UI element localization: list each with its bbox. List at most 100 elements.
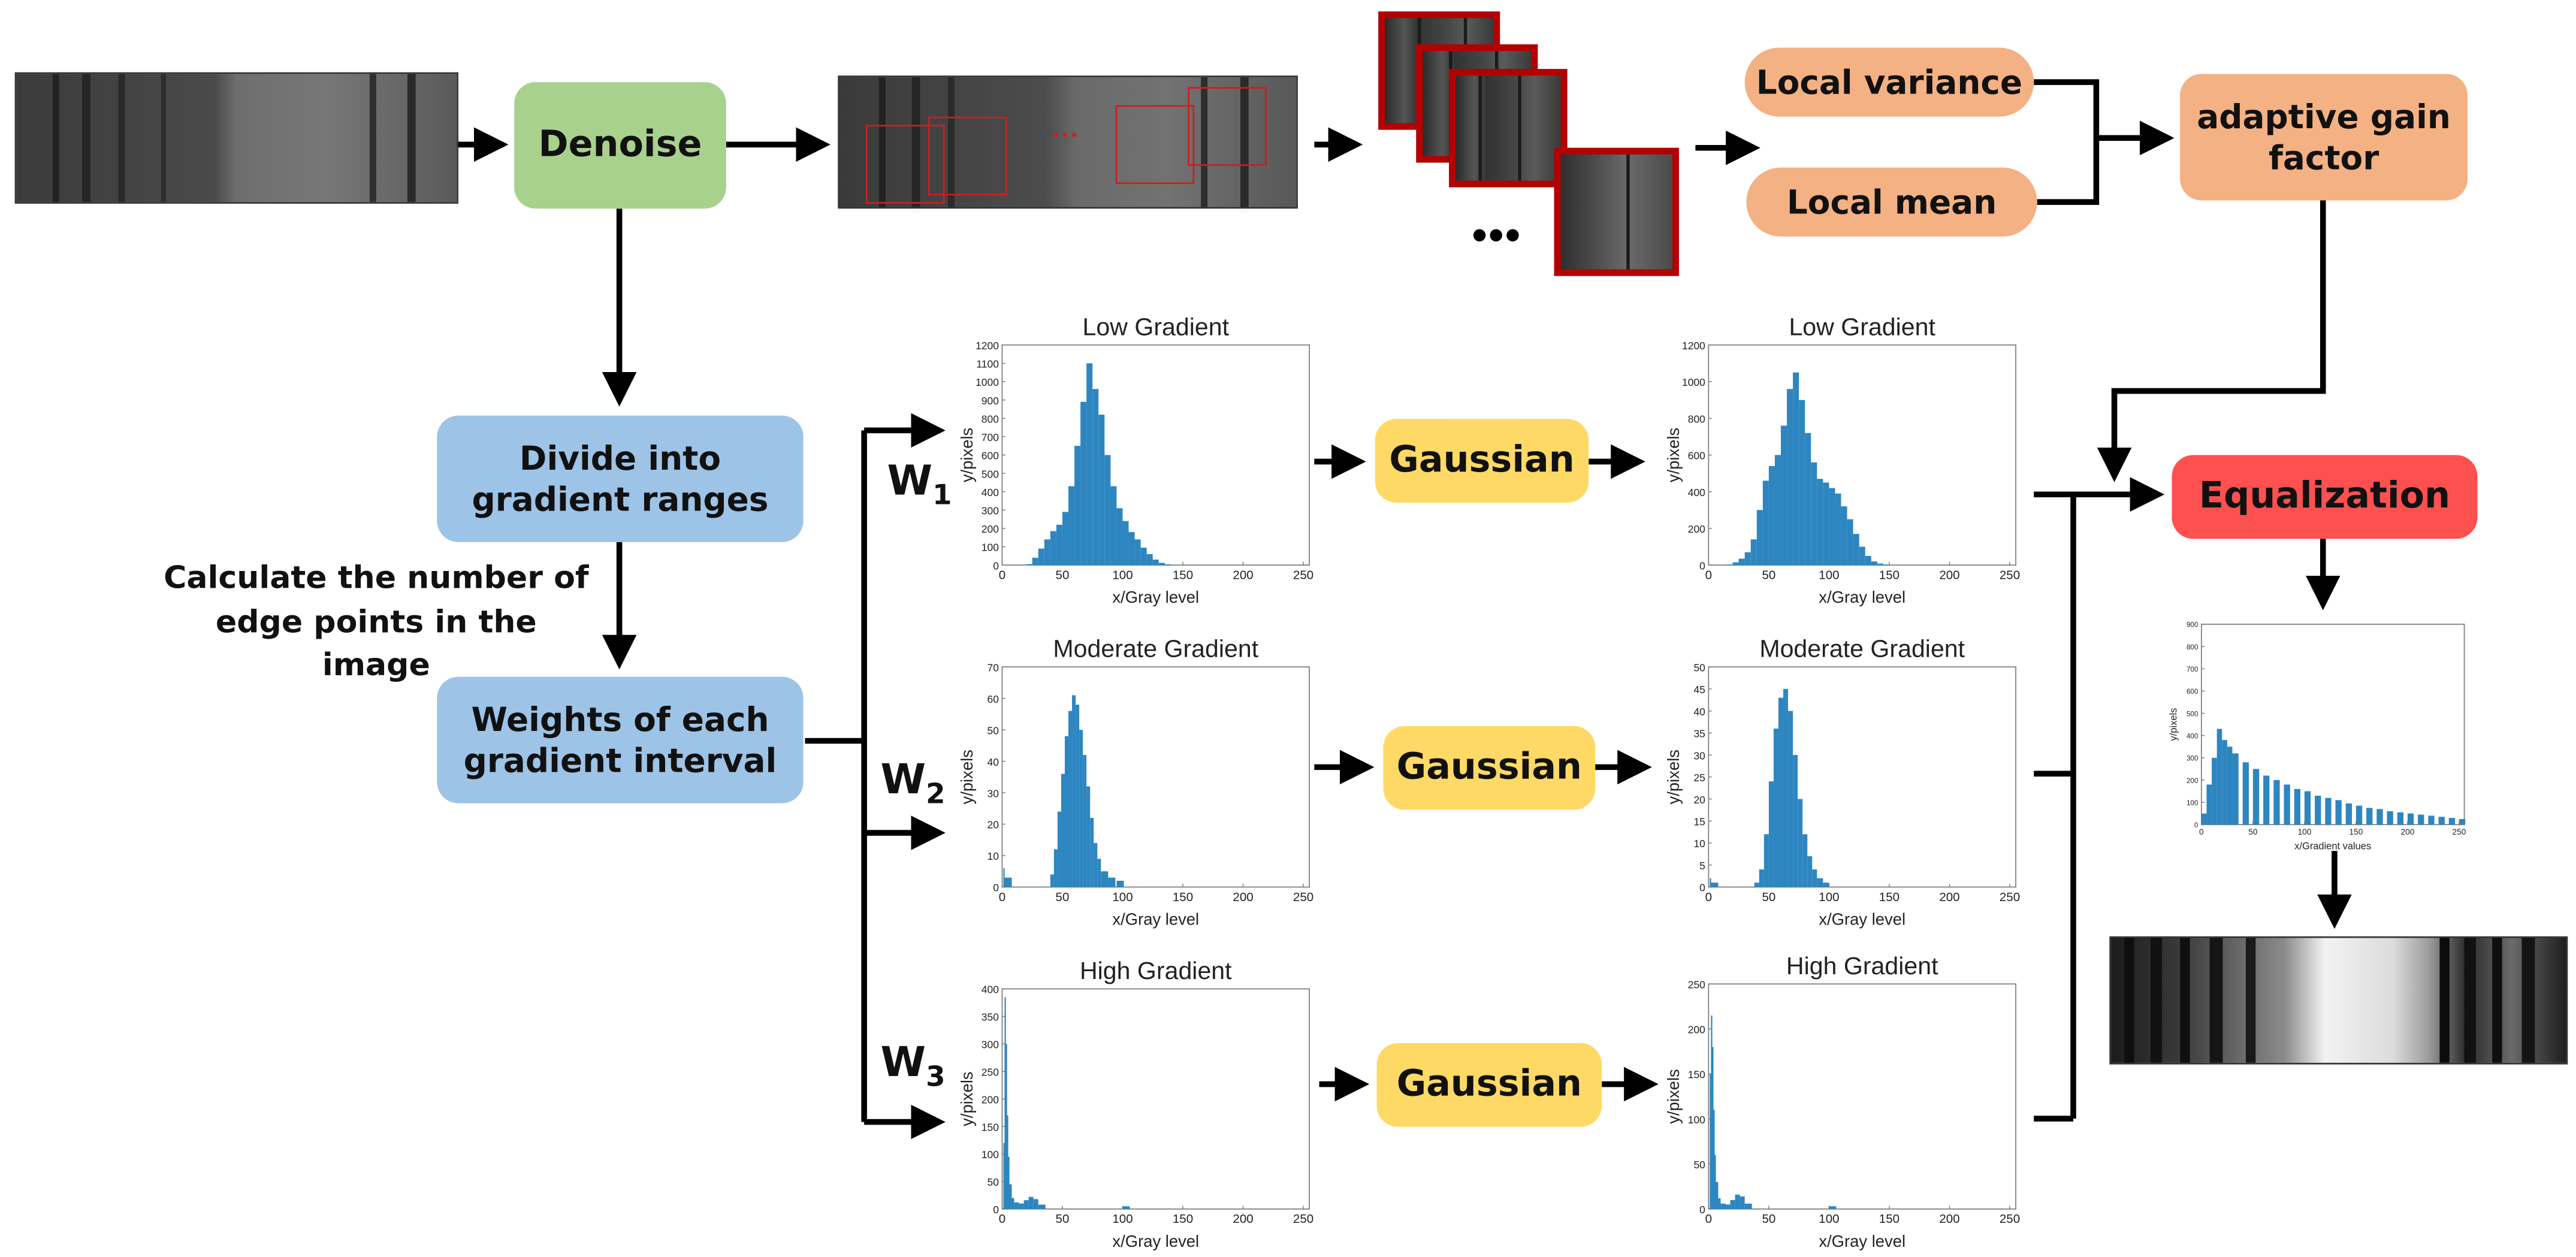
histogram-bar (1019, 1203, 1024, 1209)
histogram-bar (2304, 791, 2311, 825)
gaussian-label-3: Gaussian (1396, 1063, 1582, 1105)
x-tick-label: 50 (1762, 1212, 1775, 1226)
x-tick-label: 0 (1705, 568, 1712, 582)
gaussian-box-1: Gaussian (1375, 419, 1589, 503)
window-ellipsis: • • • (1053, 126, 1077, 143)
plot-area (1001, 344, 1310, 566)
y-tick-label: 900 (2187, 621, 2198, 629)
x-tick-label: 250 (2453, 827, 2466, 836)
histogram-bar (1072, 695, 1076, 887)
window-box (1115, 105, 1195, 185)
y-tick-label: 70 (987, 661, 999, 673)
x-tick-label: 100 (1819, 568, 1839, 582)
histogram-bar (1098, 415, 1105, 566)
chart-title: Low Gradient (1789, 313, 1935, 340)
histogram-bar (1083, 755, 1087, 887)
histogram-bar (2315, 796, 2321, 825)
y-tick-label: 400 (982, 487, 999, 498)
y-tick-label: 50 (987, 1176, 999, 1188)
y-tick-label: 500 (2187, 710, 2198, 718)
x-tick-label: 150 (1879, 568, 1899, 582)
x-tick-label: 200 (1939, 568, 1959, 582)
y-tick-label: 0 (993, 560, 999, 572)
y-tick-label: 1200 (1682, 340, 1705, 352)
local-window-patch (1554, 147, 1680, 276)
histogram-bar (1774, 455, 1781, 566)
histogram-bar (1768, 781, 1774, 887)
y-tick-label: 30 (1693, 750, 1705, 762)
histogram-bar (2448, 818, 2456, 825)
histogram-bar (1004, 997, 1006, 1209)
x-tick-label: 50 (2248, 827, 2258, 836)
histogram-bar (1798, 799, 1803, 887)
histogram-bar (1788, 711, 1793, 887)
x-tick-label: 0 (999, 568, 1005, 582)
dark-band (2180, 938, 2190, 1063)
y-tick-label: 0 (1699, 560, 1705, 572)
x-tick-label: 100 (1819, 890, 1839, 904)
histogram-bar (1811, 462, 1817, 566)
histogram-bar (1744, 1203, 1752, 1209)
histogram-bar (1793, 372, 1799, 566)
y-tick-label: 35 (1693, 728, 1705, 740)
y-tick-label: 0 (1699, 1204, 1705, 1216)
y-tick-label: 45 (1693, 684, 1705, 696)
x-axis-label: x/Gray level (1819, 1232, 1905, 1250)
histogram-bar (1003, 1143, 1005, 1209)
histogram-bar (2232, 753, 2239, 825)
histogram-bar (1076, 705, 1080, 887)
x-axis-label: x/Gradient values (2294, 841, 2371, 851)
histogram-bar (1823, 482, 1829, 566)
y-tick-label: 150 (982, 1121, 999, 1133)
dark-band (947, 77, 955, 207)
histogram-bar (2201, 813, 2207, 825)
x-tick-label: 200 (1233, 890, 1253, 904)
histogram-bar (1053, 849, 1058, 887)
histogram-bar (1116, 881, 1124, 887)
histogram-bar (1026, 564, 1032, 566)
x-tick-label: 200 (1233, 1212, 1253, 1226)
y-tick-label: 10 (987, 850, 999, 862)
adaptive-gain-label-line1: adaptive gain (2197, 96, 2451, 136)
histogram-bar (1718, 1198, 1721, 1209)
x-axis-label: x/Gray level (1819, 588, 1905, 606)
dark-band (1240, 77, 1249, 207)
y-tick-label: 800 (982, 413, 999, 425)
adaptive-gain-box: adaptive gain factor (2180, 74, 2468, 201)
histogram-bar (1064, 736, 1069, 887)
histogram-bar (1711, 883, 1719, 887)
histogram-bar (1033, 1199, 1038, 1209)
local-variance-box: Local variance (1744, 47, 2034, 117)
y-tick-label: 25 (1693, 772, 1705, 784)
y-tick-label: 0 (1699, 882, 1705, 894)
histogram-bar (2212, 757, 2217, 825)
histogram-bar (1726, 564, 1733, 566)
w1-subscript: 1 (932, 479, 952, 513)
y-tick-label: 250 (982, 1066, 999, 1078)
histogram-bar (1003, 868, 1005, 887)
patch-ellipsis: ••• (1472, 210, 1522, 260)
histogram-bar (2397, 812, 2404, 825)
x-tick-label: 250 (2000, 1212, 2020, 1226)
histogram-bar (1086, 363, 1093, 566)
y-tick-label: 30 (987, 787, 999, 799)
histogram-bar (1110, 486, 1117, 566)
x-tick-label: 150 (2349, 827, 2363, 836)
histogram-bar (1009, 1184, 1012, 1209)
output-image (2109, 936, 2568, 1065)
histogram-bar (1068, 486, 1075, 566)
histogram-bar (2206, 784, 2212, 825)
local-window-patch (1449, 69, 1568, 188)
histogram-bar (1140, 548, 1147, 566)
y-tick-label: 1000 (1682, 376, 1705, 388)
w3-subscript: 3 (926, 1061, 946, 1094)
divide-label-line2: gradient ranges (472, 479, 769, 519)
histogram-bar (1754, 883, 1759, 887)
weights-label-line1: Weights of each (471, 699, 769, 739)
histogram-bar (1817, 479, 1823, 566)
histogram-bar (1079, 730, 1083, 887)
histogram-bar (1122, 521, 1129, 566)
